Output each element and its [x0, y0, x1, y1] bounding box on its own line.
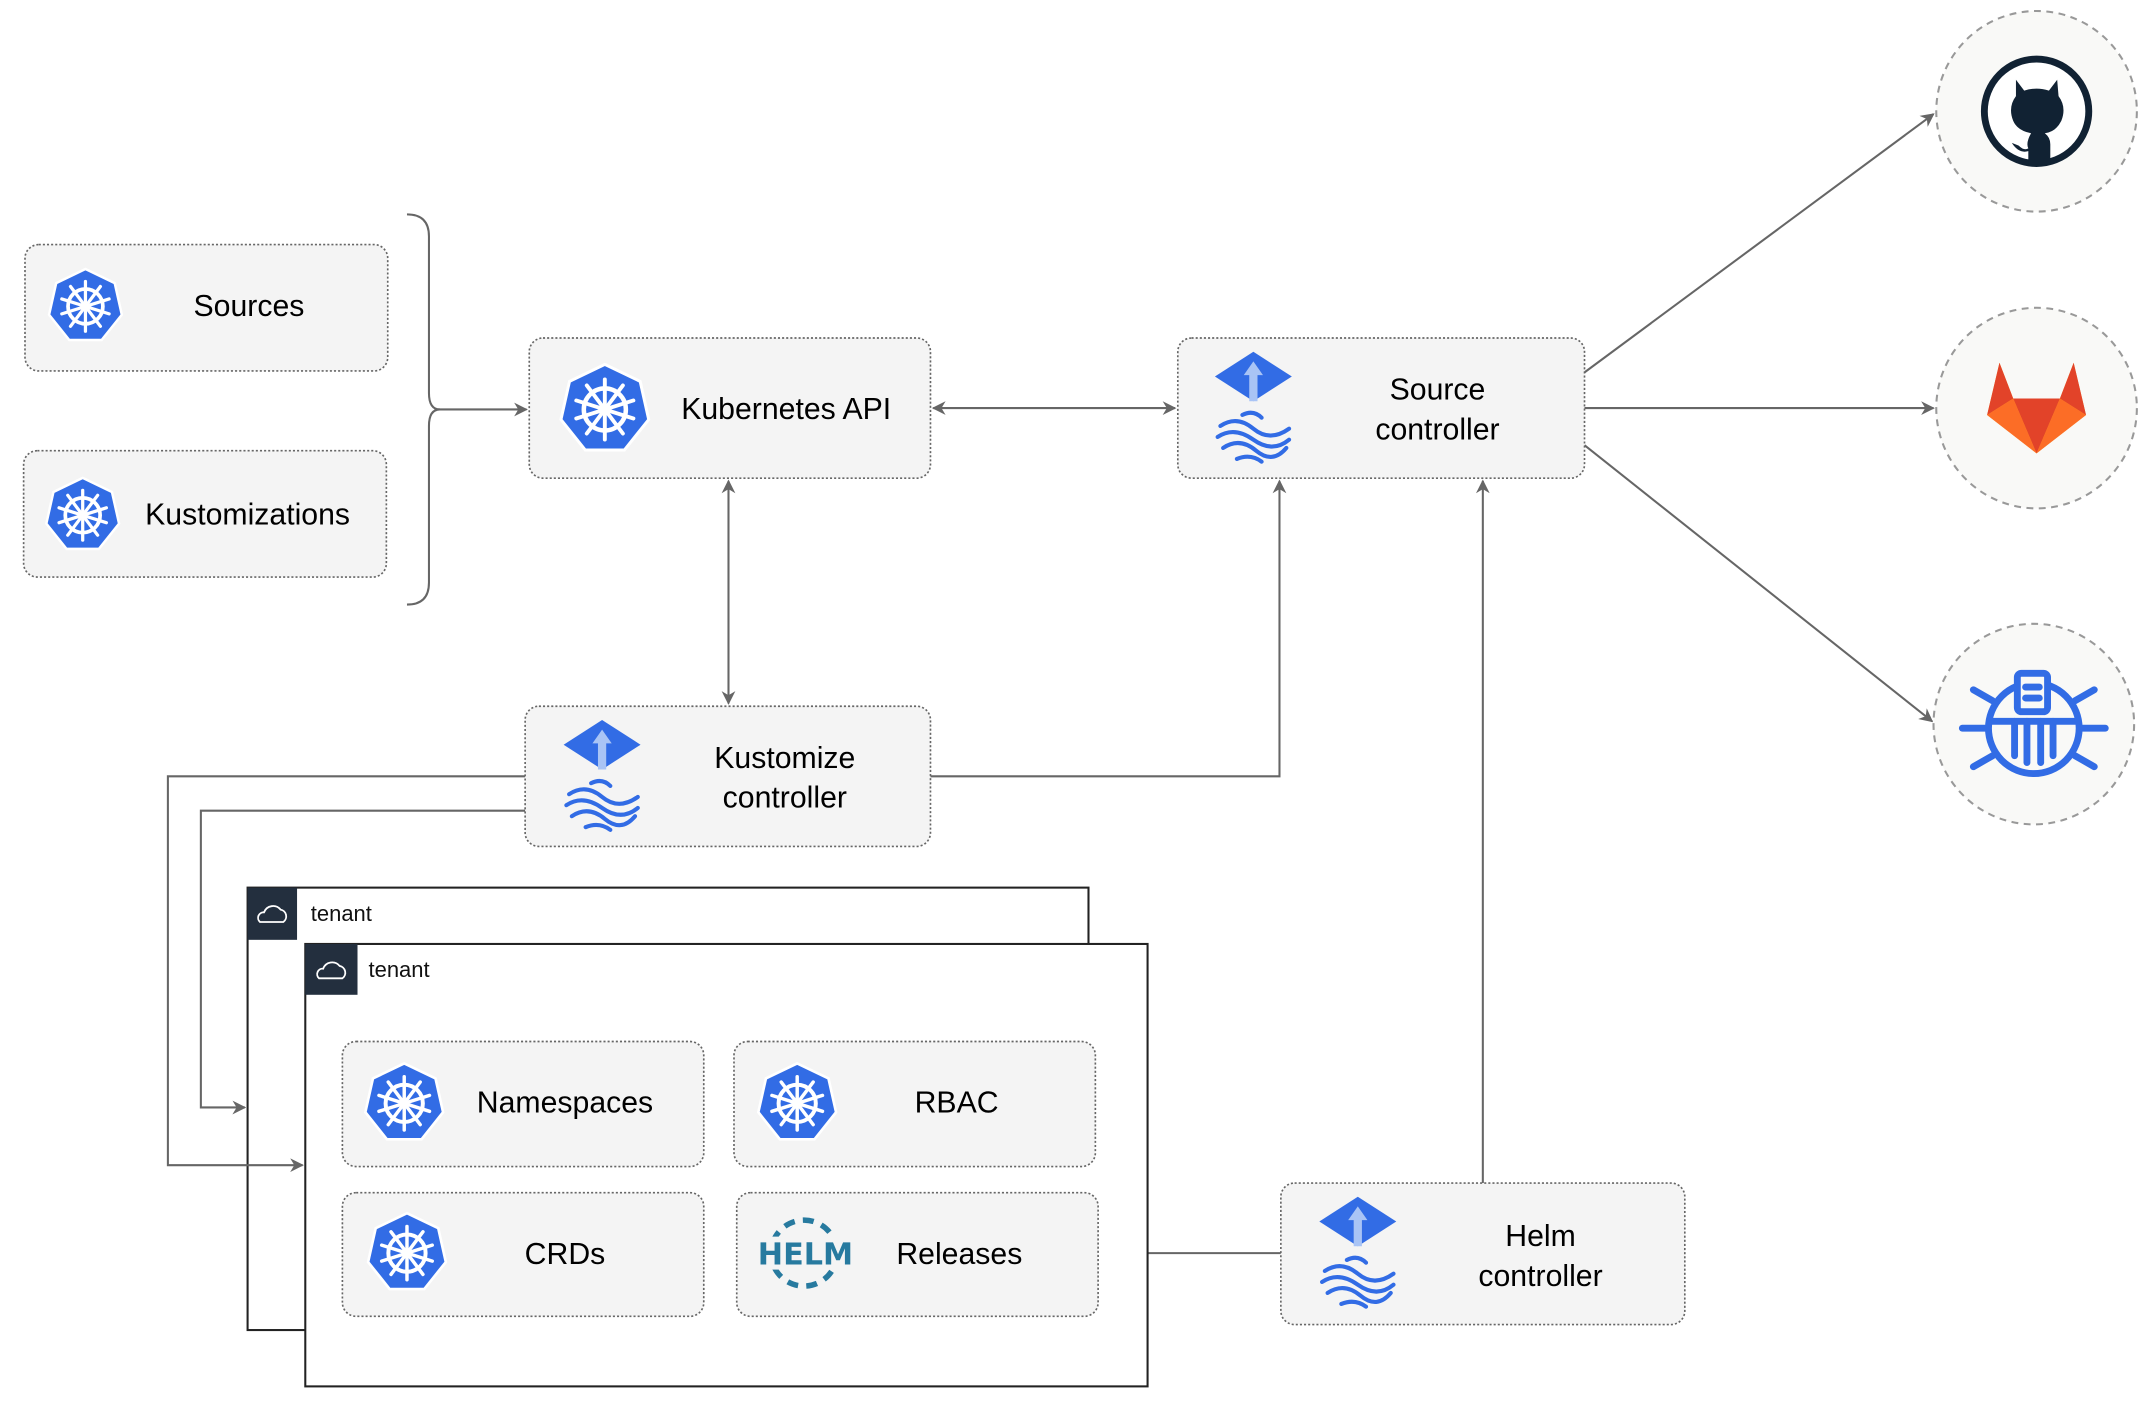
bucket-source[interactable]: [1932, 622, 2136, 826]
node-label: Namespaces: [477, 1087, 653, 1120]
node-label-line2: controller: [723, 782, 847, 815]
node-label: Releases: [896, 1238, 1022, 1271]
node-rbac[interactable]: RBAC: [733, 1040, 1097, 1168]
cloud-icon-bg: [305, 943, 358, 995]
bucket-icon: [1958, 669, 2109, 778]
node-label: Sources: [194, 290, 305, 323]
arrow-kustomize-to-source: [930, 479, 1287, 778]
helm-icon: HELM: [758, 1217, 853, 1289]
node-label-line1: Source: [1390, 374, 1486, 407]
node-label-line2: controller: [1478, 1260, 1602, 1293]
arrow-to-github: [1583, 113, 1935, 374]
cloud-icon: [316, 961, 347, 980]
node-kubernetes-api[interactable]: Kubernetes API: [528, 337, 932, 479]
tenant-label: tenant: [369, 957, 430, 982]
arrow-kustomize-to-tenant-back: [199, 809, 526, 1115]
cloud-icon: [257, 905, 288, 923]
gitlab-source[interactable]: [1935, 306, 2138, 510]
gitlab-icon: [1987, 362, 2087, 454]
arrow-to-bucket: [1583, 444, 1934, 723]
node-helm-controller[interactable]: Helm controller: [1280, 1182, 1686, 1326]
node-label: Kustomizations: [145, 499, 350, 532]
node-source-controller[interactable]: Source controller: [1176, 337, 1586, 479]
github-icon: [1980, 55, 2093, 167]
node-crds[interactable]: CRDs: [341, 1191, 705, 1318]
node-label: CRDs: [525, 1238, 606, 1271]
node-releases[interactable]: HELM Releases: [735, 1191, 1099, 1318]
node-namespaces[interactable]: Namespaces: [341, 1040, 705, 1168]
cloud-icon-bg: [247, 887, 298, 940]
tenant-label: tenant: [311, 901, 372, 926]
node-label: Kubernetes API: [681, 393, 891, 426]
node-label-line2: controller: [1375, 413, 1499, 446]
helm-logo-text: HELM: [758, 1237, 853, 1272]
github-source[interactable]: [1935, 9, 2138, 213]
node-label: RBAC: [915, 1087, 999, 1120]
arrow-kustomize-to-tenant-front: [166, 775, 526, 1173]
node-label-line1: Helm: [1505, 1220, 1576, 1253]
node-kustomizations[interactable]: Kustomizations: [22, 449, 388, 578]
node-kustomize-controller[interactable]: Kustomize controller: [524, 705, 932, 848]
node-sources[interactable]: Sources: [24, 243, 389, 372]
node-label-line1: Kustomize: [714, 742, 855, 775]
